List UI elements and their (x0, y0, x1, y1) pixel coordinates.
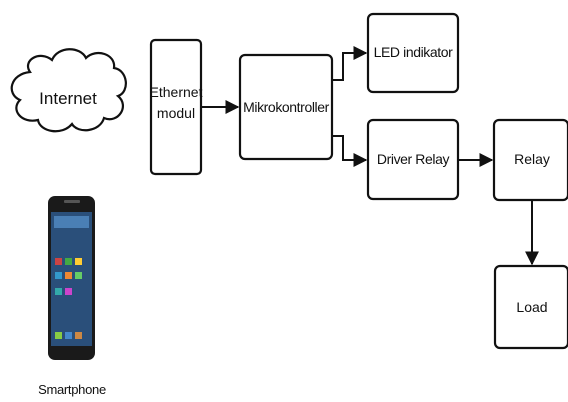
internet-label: Internet (39, 89, 97, 108)
relay-node: Relay (492, 118, 568, 202)
mikrokontroller-box (238, 53, 334, 161)
ethernet-modul-node: Ethernet modul (150, 38, 203, 176)
load-label: Load (516, 299, 547, 315)
driver-relay-label: Driver Relay (377, 151, 450, 167)
led-indikator-label: LED indikator (374, 44, 454, 60)
ethernet-label-line2: modul (157, 105, 195, 121)
smartphone-icon (48, 196, 95, 360)
mikrokontroller-node: Mikrokontroller (238, 53, 334, 161)
load-box (493, 264, 568, 350)
load-node: Load (493, 264, 568, 350)
edge-mikrokontroller-to-driver-relay (332, 135, 368, 167)
led-indikator-node: LED indikator (366, 12, 460, 94)
screen-widget (54, 216, 89, 228)
edge-mikrokontroller-to-led (332, 46, 368, 81)
cloud-icon (10, 48, 127, 133)
driver-relay-node: Driver Relay (366, 118, 460, 201)
smartphone-label: Smartphone (38, 382, 106, 397)
relay-label: Relay (514, 151, 550, 167)
mikrokontroller-label: Mikrokontroller (243, 99, 330, 115)
internet-cloud: Internet (10, 48, 127, 133)
ethernet-label-line1: Ethernet (150, 84, 203, 100)
led-indikator-box (366, 12, 460, 94)
